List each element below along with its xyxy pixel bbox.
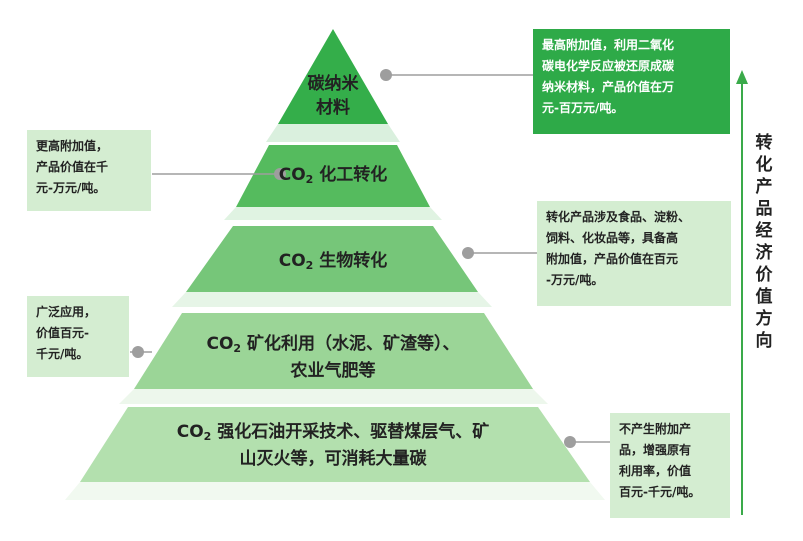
tier-1-label: 碳纳米 材料 <box>283 72 383 120</box>
tier-4-shape <box>134 313 533 389</box>
tier-4-line-2: 农业气肥等 <box>290 361 376 381</box>
note-5-line-1: 不产生附加产 <box>619 422 692 436</box>
tier-5-co: CO <box>176 422 204 442</box>
value-direction-arrowhead <box>736 70 748 84</box>
tier-5-shape <box>80 407 590 482</box>
note-1-line-1: 最高附加值，利用二氧化 <box>542 38 675 52</box>
tier-1-reflection <box>266 124 400 142</box>
note-5-line-2: 品，增强原有 <box>619 443 692 457</box>
note-4-line-3: 千元/吨。 <box>36 347 89 361</box>
tier-5-line-2: 山灭火等，可消耗大量碳 <box>239 449 427 469</box>
tier-4-label: CO2 矿化利用（水泥、矿渣等）、 农业气肥等 <box>133 333 533 383</box>
note-4-line-2: 价值百元- <box>36 326 89 340</box>
tier-2-shape <box>236 145 430 207</box>
tier-5-subscript: 2 <box>203 430 212 443</box>
tier-2-label: CO2 化工转化 <box>233 163 433 192</box>
note-enhanced-recovery: 不产生附加产 品，增强原有 利用率，价值 百元-千元/吨。 <box>610 413 730 518</box>
tier-4-subscript: 2 <box>233 342 242 355</box>
tier-5-text: 强化石油开采技术、驱替煤层气、矿 <box>211 422 490 442</box>
tier-3-reflection <box>172 292 492 307</box>
note-mineralization: 广泛应用， 价值百元- 千元/吨。 <box>27 296 129 377</box>
connector-2-dot <box>274 168 286 180</box>
note-2-line-2: 产品价值在千 <box>36 160 109 174</box>
connector-5-dot <box>564 436 576 448</box>
tier-1-shape <box>278 29 388 124</box>
note-3-line-3: 附加值，产品价值在百元 <box>546 252 679 266</box>
connector-3-dot <box>462 247 474 259</box>
note-5-line-4: 百元-千元/吨。 <box>619 485 701 499</box>
note-1-line-2: 碳电化学反应被还原成碳 <box>542 59 675 73</box>
connector-1-dot <box>380 69 392 81</box>
tier-4-text: 矿化利用（水泥、矿渣等）、 <box>241 334 460 354</box>
tier-3-subscript: 2 <box>305 259 314 272</box>
note-carbon-nanomaterials: 最高附加值，利用二氧化 碳电化学反应被还原成碳 纳米材料，产品价值在万 元-百万… <box>533 29 730 134</box>
note-biological-conversion: 转化产品涉及食品、淀粉、 饲料、化妆品等，具备高 附加值，产品价值在百元 -万元… <box>537 201 731 306</box>
note-3-line-1: 转化产品涉及食品、淀粉、 <box>546 210 691 224</box>
connector-4-dot <box>132 346 144 358</box>
tier-5-label: CO2 强化石油开采技术、驱替煤层气、矿 山灭火等，可消耗大量碳 <box>113 421 553 471</box>
tier-2-subscript: 2 <box>305 173 314 186</box>
value-direction-title: 转化产品经济价值方向 <box>755 133 773 351</box>
tier-1-line-2: 材料 <box>316 98 350 118</box>
tier-2-reflection <box>224 207 442 220</box>
note-3-line-4: -万元/吨。 <box>546 273 604 287</box>
tier-2-text: 化工转化 <box>313 165 388 185</box>
tier-4-co: CO <box>206 334 234 354</box>
tier-3-shape <box>186 226 478 292</box>
note-3-line-2: 饲料、化妆品等，具备高 <box>546 231 679 245</box>
note-1-line-3: 纳米材料，产品价值在万 <box>542 80 675 94</box>
tier-4-reflection <box>119 389 548 404</box>
note-chemical-conversion: 更高附加值， 产品价值在千 元-万元/吨。 <box>27 130 151 211</box>
note-4-line-1: 广泛应用， <box>36 305 97 319</box>
note-1-line-4: 元-百万元/吨。 <box>542 101 624 115</box>
note-5-line-3: 利用率，价值 <box>619 464 692 478</box>
note-2-line-3: 元-万元/吨。 <box>36 181 106 195</box>
tier-3-text: 生物转化 <box>313 251 388 271</box>
tier-3-co: CO <box>278 251 306 271</box>
tier-3-label: CO2 生物转化 <box>183 249 483 278</box>
note-2-line-1: 更高附加值， <box>36 139 109 153</box>
tier-1-line-1: 碳纳米 <box>307 74 359 94</box>
tier-2-co: CO <box>278 165 306 185</box>
tier-5-reflection <box>65 482 605 500</box>
